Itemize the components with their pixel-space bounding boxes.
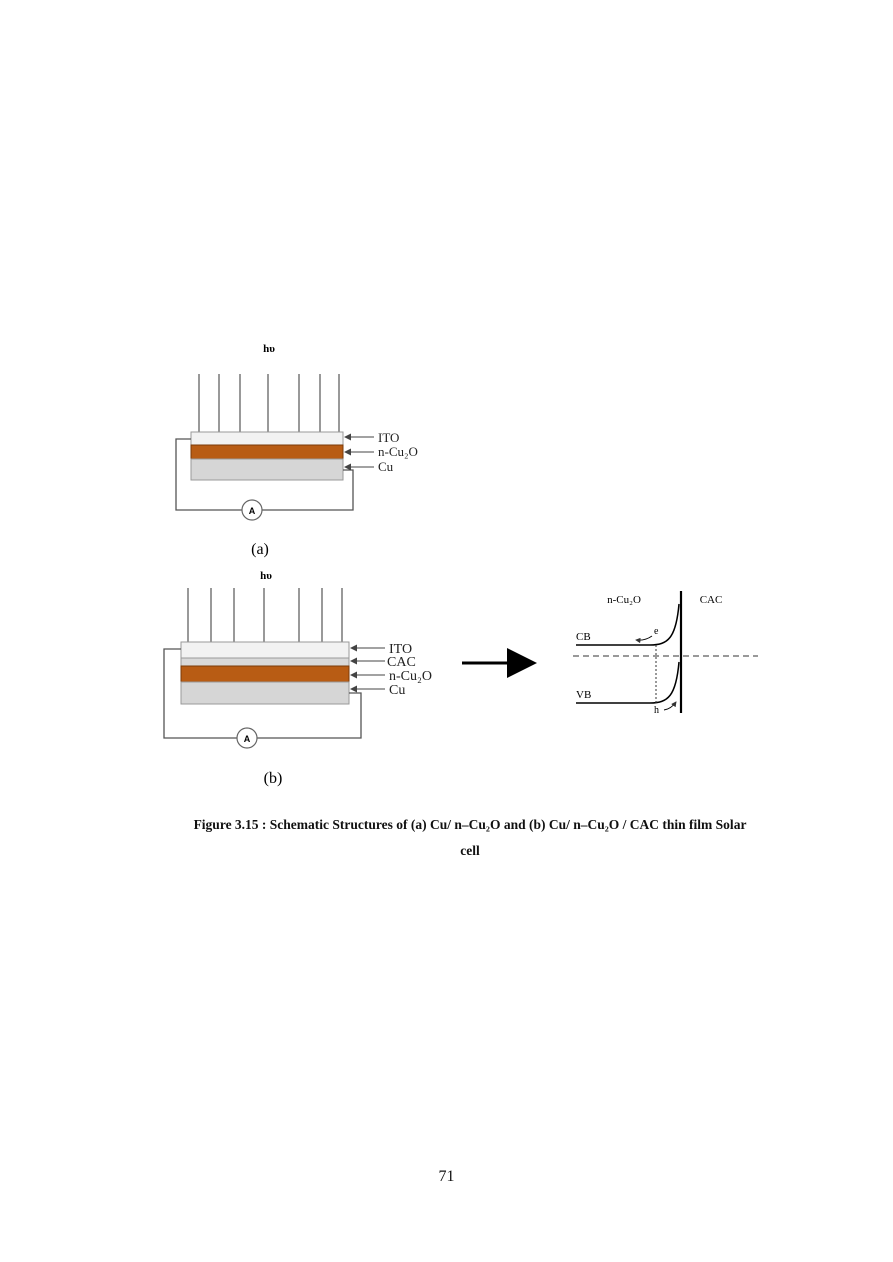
electron-arrow xyxy=(635,635,653,644)
layer-label-cu2o-b: n-Cu₂O xyxy=(389,669,432,684)
electron-label: e xyxy=(654,626,659,637)
vb-label: VB xyxy=(576,689,591,701)
band-diagram: n-Cu₂O CAC CB VB e h xyxy=(573,591,758,716)
hole-arrow xyxy=(663,701,677,711)
panel-caption-a: (a) xyxy=(251,541,269,558)
panel-caption-b: (b) xyxy=(264,770,283,787)
layer-label-cu2o-a: n-Cu₂O xyxy=(378,444,418,459)
hole-label: h xyxy=(654,705,659,716)
cu-layer-b xyxy=(180,681,350,705)
panel-b: hυ A ITO CAC n-Cu₂O Cu (b) xyxy=(163,570,432,787)
layer-label-cac-b: CAC xyxy=(387,655,416,670)
light-label-a: hυ xyxy=(263,343,275,355)
valence-band xyxy=(576,661,680,704)
ammeter-a xyxy=(241,499,263,521)
figure-caption: Figure 3.15 : Schematic Structures of (a… xyxy=(150,812,790,864)
region-label-right: CAC xyxy=(700,594,723,606)
cb-label: CB xyxy=(576,631,591,643)
layer-label-ito-b: ITO xyxy=(389,642,412,657)
light-rays-a xyxy=(196,374,342,445)
cu2o-layer-a xyxy=(190,444,344,460)
conduction-band xyxy=(576,603,680,646)
page-number: 71 xyxy=(438,1168,455,1185)
wire-a xyxy=(175,438,242,511)
cu2o-layer-b xyxy=(180,665,350,683)
layer-label-ito-a: ITO xyxy=(378,430,399,445)
ito-layer-b xyxy=(180,641,350,659)
ammeter-b xyxy=(236,727,258,749)
wire-b-right xyxy=(257,692,362,739)
cu-layer-a xyxy=(190,458,344,481)
caption-line-2: cell xyxy=(460,843,480,858)
layer-label-cu-b: Cu xyxy=(389,683,405,698)
cac-layer-b xyxy=(180,657,350,667)
caption-line-1: Figure 3.15 : Schematic Structures of (a… xyxy=(193,817,747,832)
panel-a: hυ A ITO n-Cu₂O Cu (a) xyxy=(175,343,418,558)
wire-b xyxy=(163,648,237,739)
ito-layer-a xyxy=(190,431,344,446)
light-label-b: hυ xyxy=(260,570,272,582)
region-label-left: n-Cu₂O xyxy=(607,594,641,606)
ammeter-label-b: A xyxy=(244,734,251,744)
layer-label-cu-a: Cu xyxy=(378,459,394,474)
ammeter-label-a: A xyxy=(249,506,256,516)
